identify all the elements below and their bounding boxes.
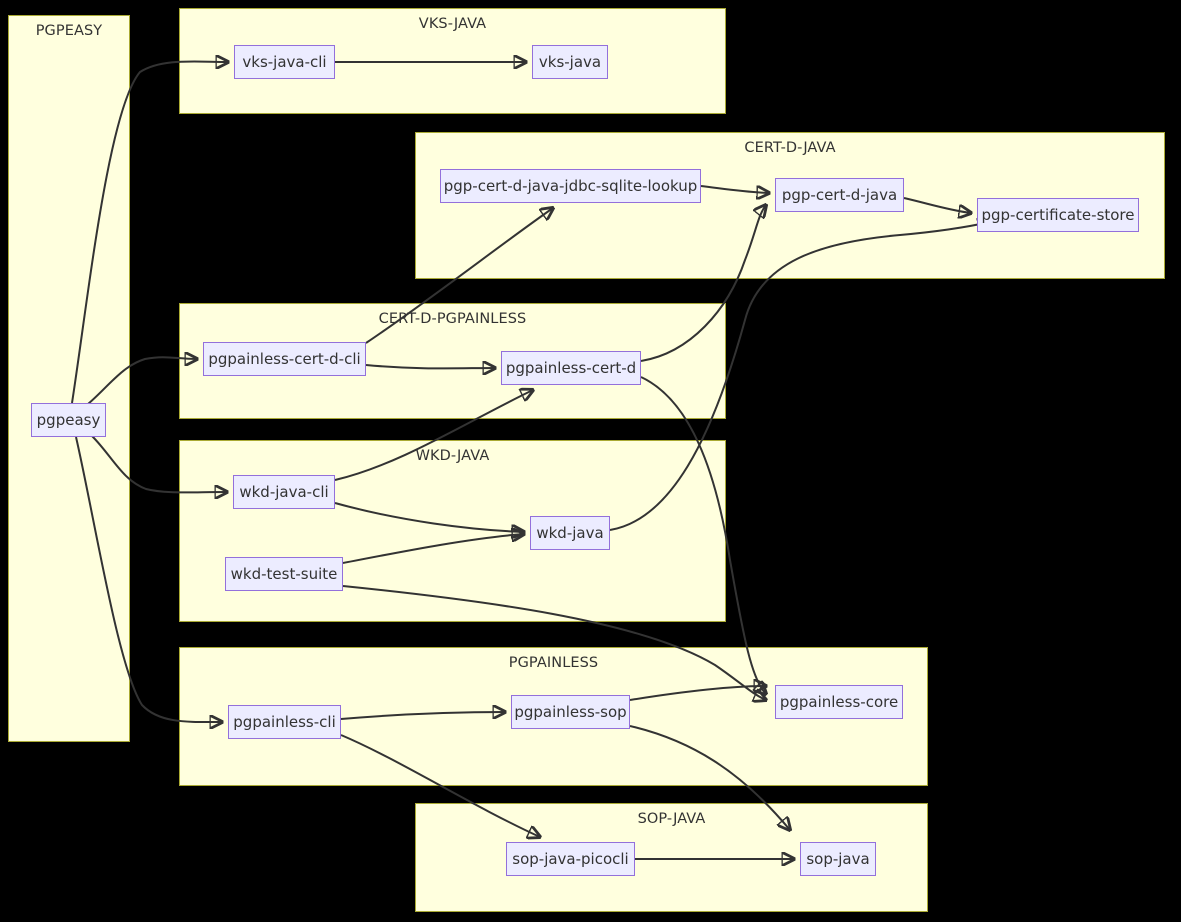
node-pgpainless-sop[interactable]: pgpainless-sop — [511, 695, 630, 729]
cluster-label-vks-java: VKS-JAVA — [418, 16, 487, 32]
node-vks-java-cli[interactable]: vks-java-cli — [234, 45, 335, 79]
node-label: vks-java — [538, 53, 602, 71]
node-pgpeasy[interactable]: pgpeasy — [31, 403, 106, 437]
node-label: vks-java-cli — [242, 53, 327, 71]
node-label: pgp-cert-d-java — [781, 186, 898, 204]
cluster-label-sop-java: SOP-JAVA — [637, 811, 706, 827]
node-pgpainless-cli[interactable]: pgpainless-cli — [228, 705, 341, 739]
node-label: pgp-cert-d-java-jdbc-sqlite-lookup — [443, 177, 698, 195]
node-label: sop-java-picocli — [512, 850, 629, 868]
cluster-pgpeasy: PGPEASY — [8, 15, 130, 742]
node-pgpainless-cert-d-cli[interactable]: pgpainless-cert-d-cli — [203, 342, 366, 376]
node-wkd-java-cli[interactable]: wkd-java-cli — [233, 475, 335, 509]
cluster-label-pgpainless: PGPAINLESS — [508, 655, 599, 671]
cluster-label-cert-d-java: CERT-D-JAVA — [744, 140, 836, 156]
node-label: pgpainless-cert-d — [505, 359, 637, 377]
node-label: wkd-java-cli — [239, 483, 329, 501]
node-pgp-certificate-store[interactable]: pgp-certificate-store — [977, 198, 1139, 232]
cluster-label-wkd-java: WKD-JAVA — [415, 448, 490, 464]
cluster-label-cert-d-pgpainless: CERT-D-PGPAINLESS — [378, 311, 527, 327]
node-label: pgpainless-cert-d-cli — [208, 350, 361, 368]
node-label: sop-java — [806, 850, 870, 868]
node-pgp-cert-d-java[interactable]: pgp-cert-d-java — [775, 178, 904, 212]
node-pgpainless-cert-d[interactable]: pgpainless-cert-d — [501, 351, 641, 385]
node-wkd-java[interactable]: wkd-java — [530, 516, 610, 550]
node-label: wkd-java — [536, 524, 604, 542]
node-label: pgpainless-cli — [233, 713, 336, 731]
node-vks-java[interactable]: vks-java — [532, 45, 608, 79]
node-pgp-cert-d-java-jdbc-sqlite-lookup[interactable]: pgp-cert-d-java-jdbc-sqlite-lookup — [440, 169, 701, 203]
node-wkd-test-suite[interactable]: wkd-test-suite — [225, 557, 343, 591]
cluster-label-pgpeasy: PGPEASY — [35, 23, 103, 39]
node-label: pgpainless-sop — [514, 703, 627, 721]
node-label: pgpainless-core — [779, 693, 899, 711]
node-pgpainless-core[interactable]: pgpainless-core — [775, 685, 903, 719]
cluster-wkd-java: WKD-JAVA — [179, 440, 726, 622]
node-sop-java-picocli[interactable]: sop-java-picocli — [506, 842, 635, 876]
node-sop-java[interactable]: sop-java — [800, 842, 876, 876]
node-label: wkd-test-suite — [230, 565, 338, 583]
node-label: pgpeasy — [36, 411, 101, 429]
node-label: pgp-certificate-store — [981, 206, 1135, 224]
